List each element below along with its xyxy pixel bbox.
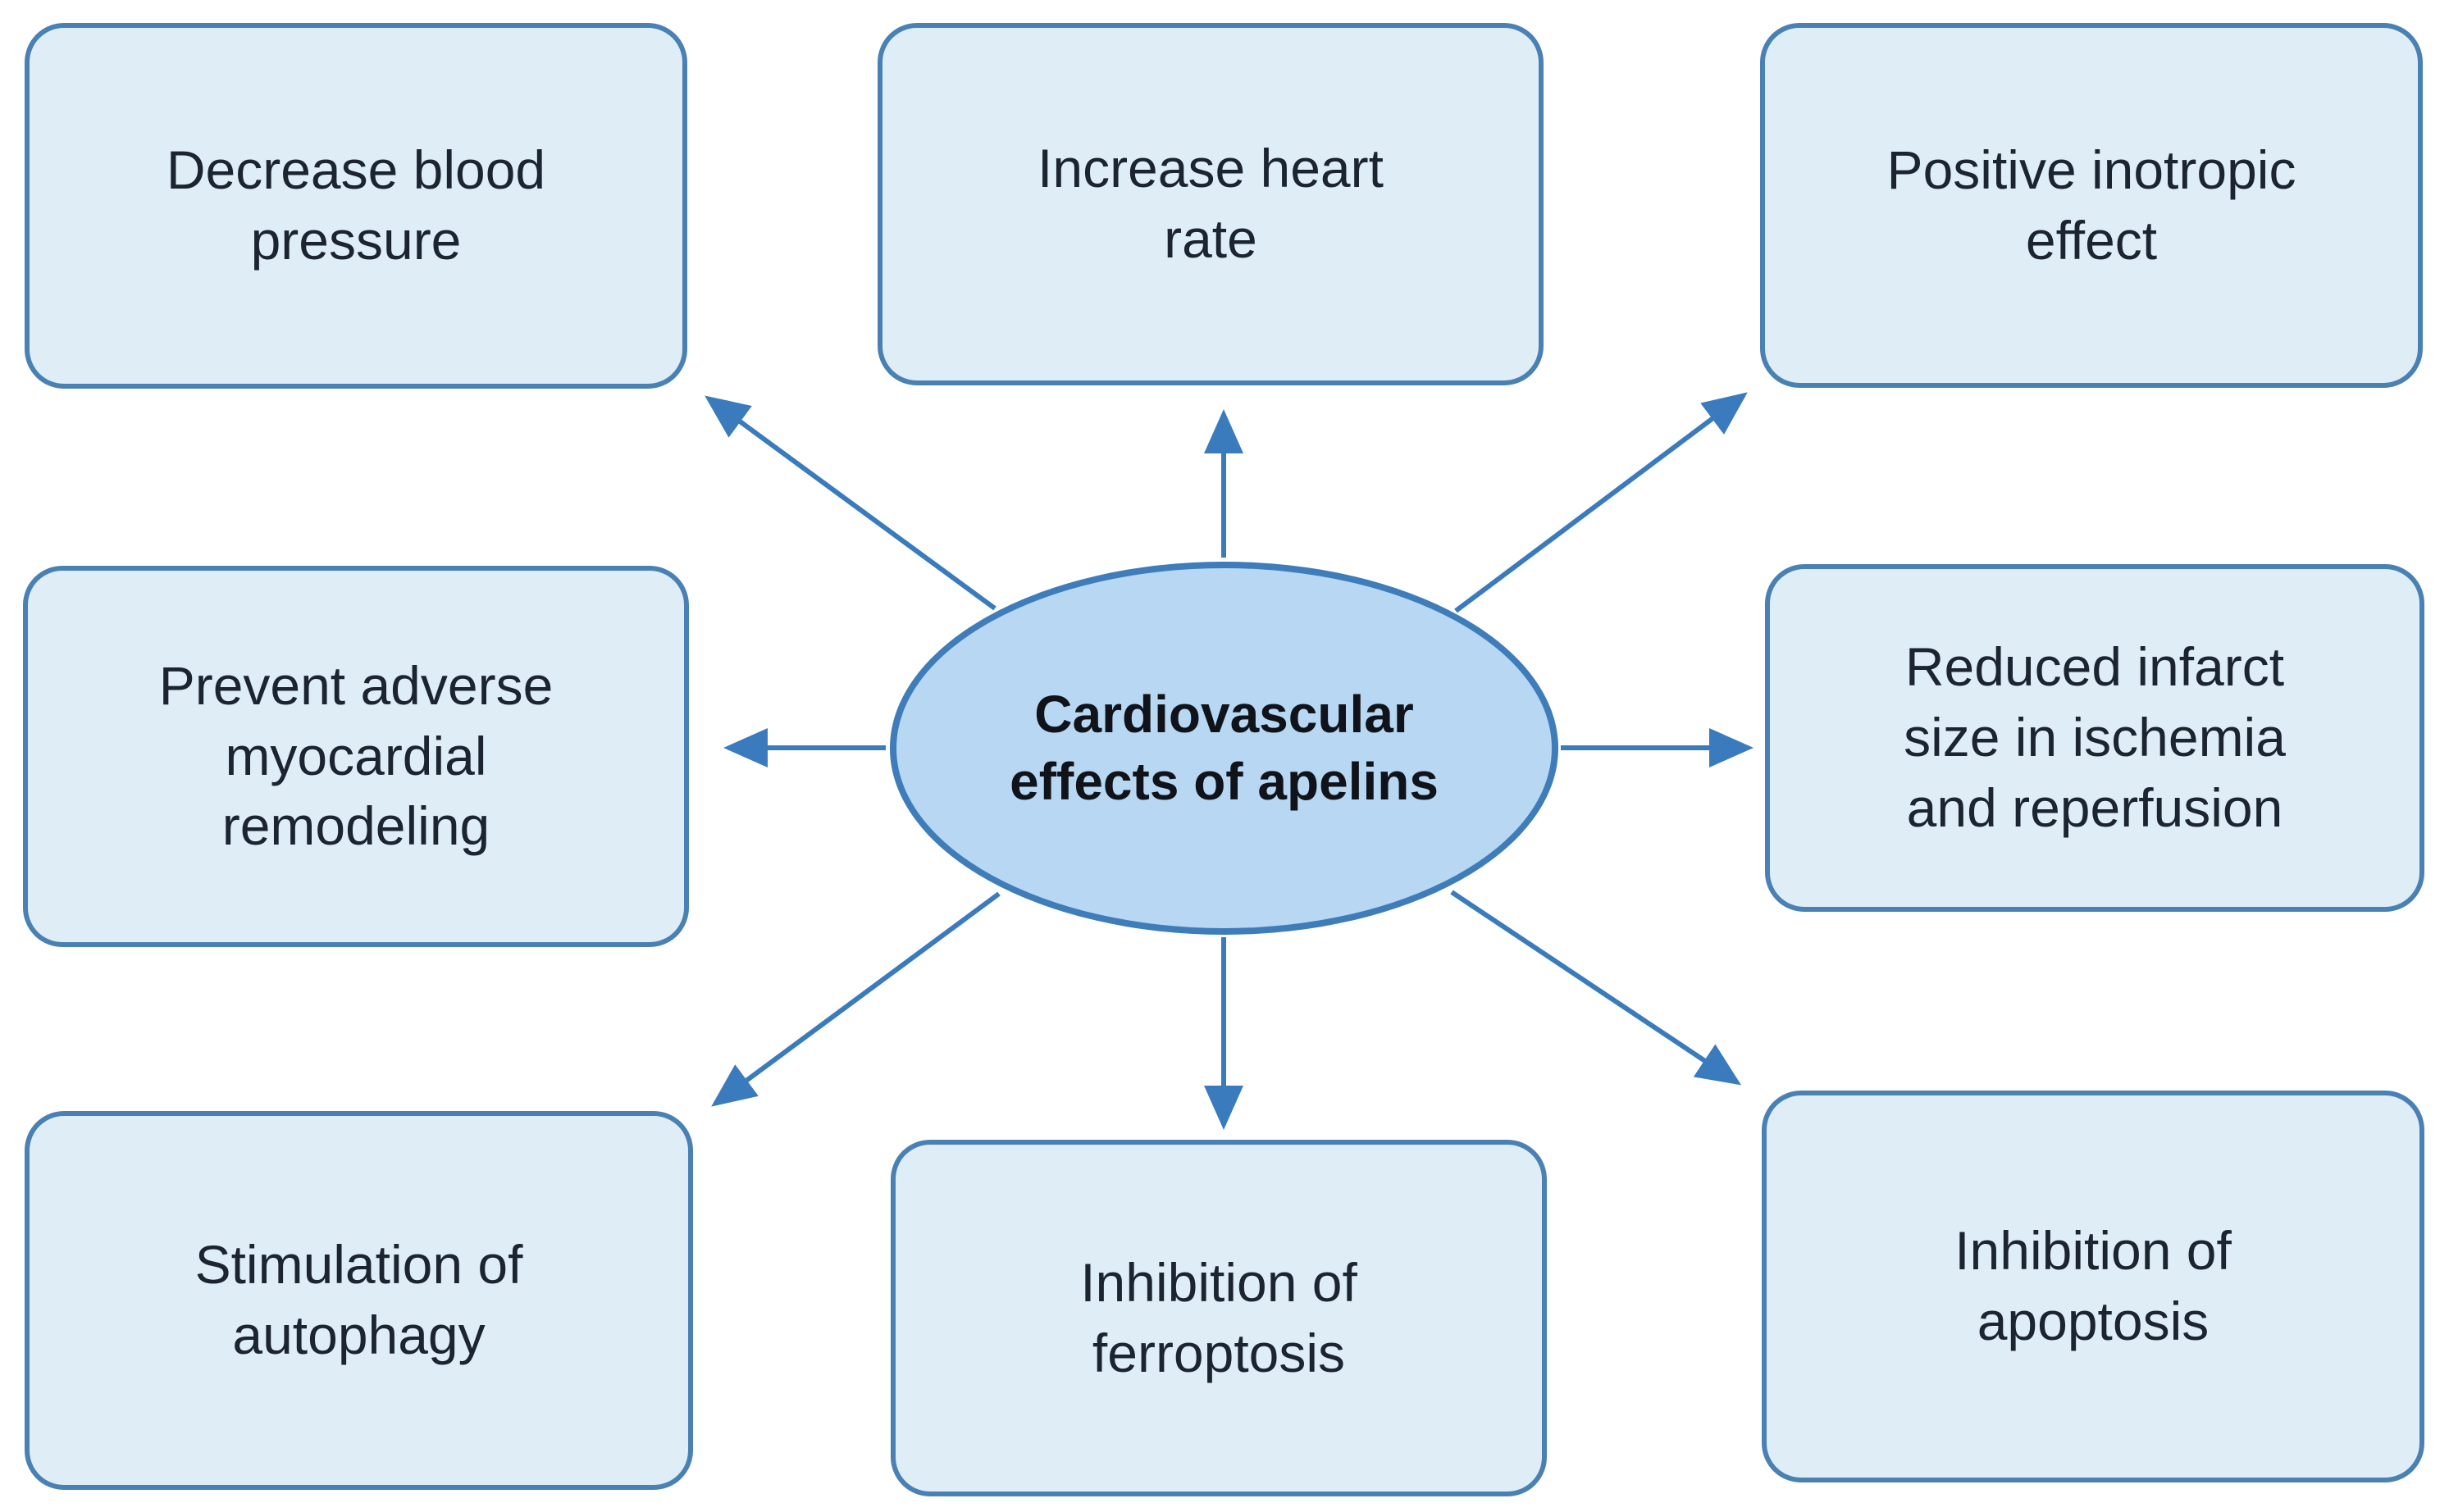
node-decrease-blood-pressure: Decrease blood pressure	[25, 23, 687, 389]
arrow-to-stimulation-of-autophagy	[711, 891, 1001, 1107]
center-node-cardiovascular-effects: Cardiovascular effects of apelins	[890, 562, 1558, 935]
node-inhibition-of-ferroptosis: Inhibition of ferroptosis	[891, 1140, 1547, 1496]
node-label: Inhibition of ferroptosis	[1080, 1251, 1357, 1383]
node-stimulation-of-autophagy: Stimulation of autophagy	[25, 1111, 693, 1490]
node-prevent-adverse-myocardial-remodeling: Prevent adverse myocardial remodeling	[23, 566, 689, 947]
arrow-to-positive-inotropic-effect	[1454, 392, 1748, 613]
node-label: Stimulation of autophagy	[194, 1234, 523, 1365]
arrow-to-decrease-blood-pressure	[705, 395, 996, 611]
node-reduced-infarct-size: Reduced infarct size in ischemia and rep…	[1765, 564, 2424, 912]
node-positive-inotropic-effect: Positive inotropic effect	[1760, 23, 2423, 388]
node-label: Increase heart rate	[1038, 138, 1384, 269]
node-label: Prevent adverse myocardial remodeling	[158, 654, 554, 857]
arrow-to-inhibition-of-apoptosis	[1450, 890, 1741, 1086]
node-label: Reduced infarct size in ischemia and rep…	[1904, 636, 2286, 838]
node-label: Inhibition of apoptosis	[1954, 1220, 2232, 1351]
center-node-label: Cardiovascular effects of apelins	[1010, 684, 1439, 811]
node-label: Positive inotropic effect	[1886, 139, 2296, 271]
node-inhibition-of-apoptosis: Inhibition of apoptosis	[1762, 1091, 2424, 1482]
node-label: Decrease blood pressure	[166, 139, 546, 271]
node-increase-heart-rate: Increase heart rate	[878, 23, 1544, 385]
